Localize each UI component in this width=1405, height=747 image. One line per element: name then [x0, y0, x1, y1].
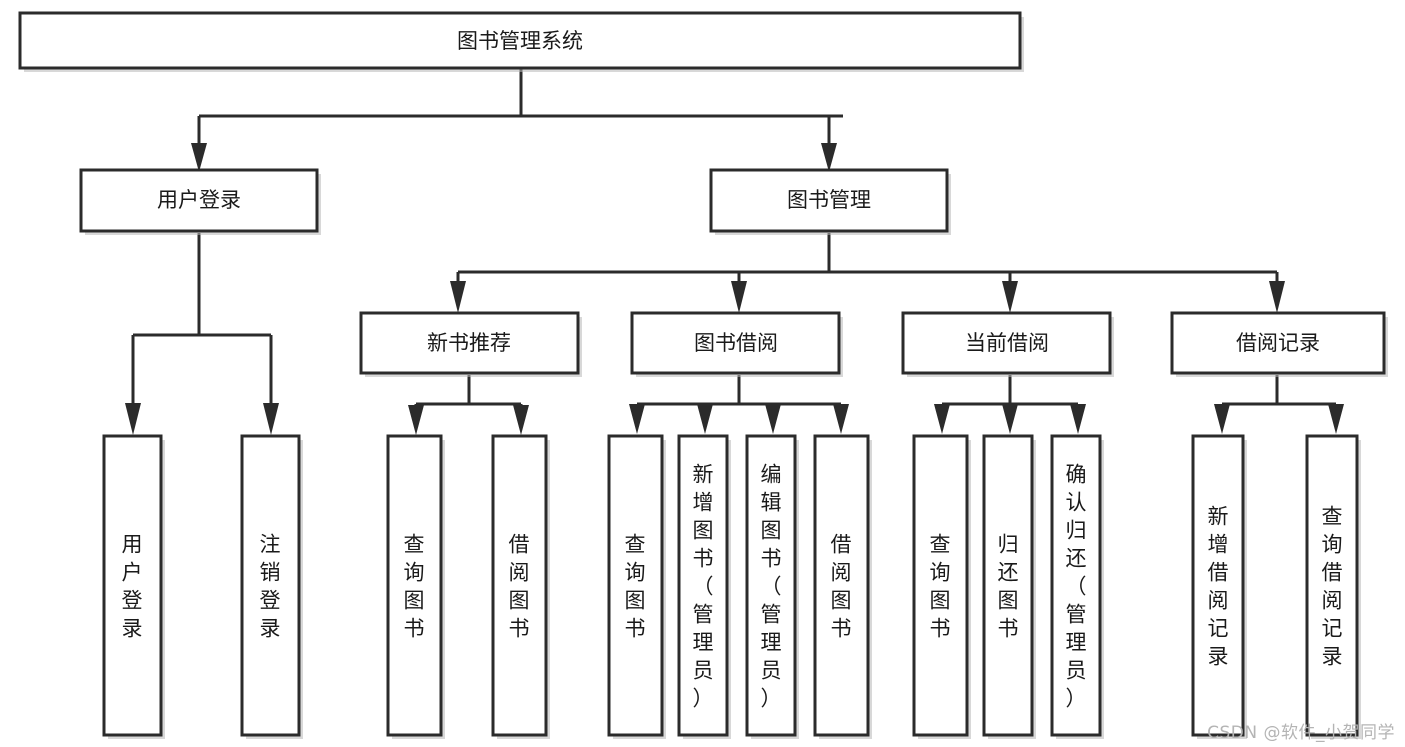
node-leaf-confirm-return[interactable]: 确认归还（管理员）: [1050, 434, 1104, 739]
node-root[interactable]: 图书管理系统: [18, 11, 1024, 72]
node-leaf-query-book-1-label: 查询图书: [404, 532, 425, 640]
connectors-bookmanage-to-level3: [450, 233, 1285, 313]
node-user-login-label: 用户登录: [157, 188, 241, 212]
connectors-userlogin-to-leaves: [125, 233, 279, 435]
node-leaf-edit-book[interactable]: 编辑图书（管理员）: [745, 434, 799, 739]
connectors-borrowrecord-to-leaves: [1214, 375, 1344, 434]
node-leaf-query-book-3-label: 查询图书: [930, 532, 951, 640]
node-book-borrow-label: 图书借阅: [694, 331, 778, 355]
node-leaf-borrow-book-1[interactable]: 借阅图书: [491, 434, 550, 739]
node-leaf-edit-book-label: 编辑图书（管理员）: [761, 462, 782, 710]
connectors-newbook-to-leaves: [408, 375, 529, 435]
node-user-login[interactable]: 用户登录: [79, 168, 321, 235]
node-leaf-add-book[interactable]: 新增图书（管理员）: [677, 434, 731, 739]
node-leaf-return-book[interactable]: 归还图书: [982, 434, 1036, 739]
node-current-borrow[interactable]: 当前借阅: [901, 311, 1114, 377]
node-leaf-add-record[interactable]: 新增借阅记录: [1191, 434, 1247, 739]
node-current-borrow-label: 当前借阅: [965, 331, 1049, 355]
node-leaf-borrow-book-2-label: 借阅图书: [831, 532, 852, 640]
connectors-currentborrow-to-leaves: [934, 375, 1086, 434]
node-new-book-recommend[interactable]: 新书推荐: [359, 311, 582, 377]
node-new-book-recommend-label: 新书推荐: [427, 331, 511, 355]
node-leaf-query-book-2[interactable]: 查询图书: [607, 434, 666, 739]
connectors-root-to-level2: [191, 69, 843, 172]
node-leaf-confirm-return-label: 确认归还（管理员）: [1066, 462, 1087, 710]
node-leaf-borrow-book-1-label: 借阅图书: [509, 532, 530, 640]
node-book-manage-label: 图书管理: [787, 188, 871, 212]
node-leaf-add-record-label: 新增借阅记录: [1208, 504, 1229, 668]
node-leaf-borrow-book-2[interactable]: 借阅图书: [813, 434, 872, 739]
node-leaf-query-book-2-label: 查询图书: [625, 532, 646, 640]
node-root-label: 图书管理系统: [457, 29, 583, 53]
node-leaf-return-book-label: 归还图书: [998, 532, 1019, 640]
node-leaf-user-login-label: 用户登录: [122, 532, 143, 640]
node-book-manage[interactable]: 图书管理: [709, 168, 951, 235]
node-leaf-user-logout-label: 注销登录: [260, 532, 281, 640]
node-leaf-user-login[interactable]: 用户登录: [102, 434, 165, 739]
node-borrow-record-label: 借阅记录: [1236, 331, 1320, 355]
node-leaf-query-record-label: 查询借阅记录: [1322, 504, 1343, 668]
node-leaf-query-record[interactable]: 查询借阅记录: [1305, 434, 1361, 739]
node-leaf-query-book-3[interactable]: 查询图书: [912, 434, 971, 739]
node-leaf-query-book-1[interactable]: 查询图书: [386, 434, 445, 739]
connectors-bookborrow-to-leaves: [629, 375, 849, 434]
node-borrow-record[interactable]: 借阅记录: [1170, 311, 1388, 377]
node-leaf-user-logout[interactable]: 注销登录: [240, 434, 303, 739]
node-leaf-add-book-label: 新增图书（管理员）: [693, 462, 714, 710]
node-book-borrow[interactable]: 图书借阅: [630, 311, 843, 377]
